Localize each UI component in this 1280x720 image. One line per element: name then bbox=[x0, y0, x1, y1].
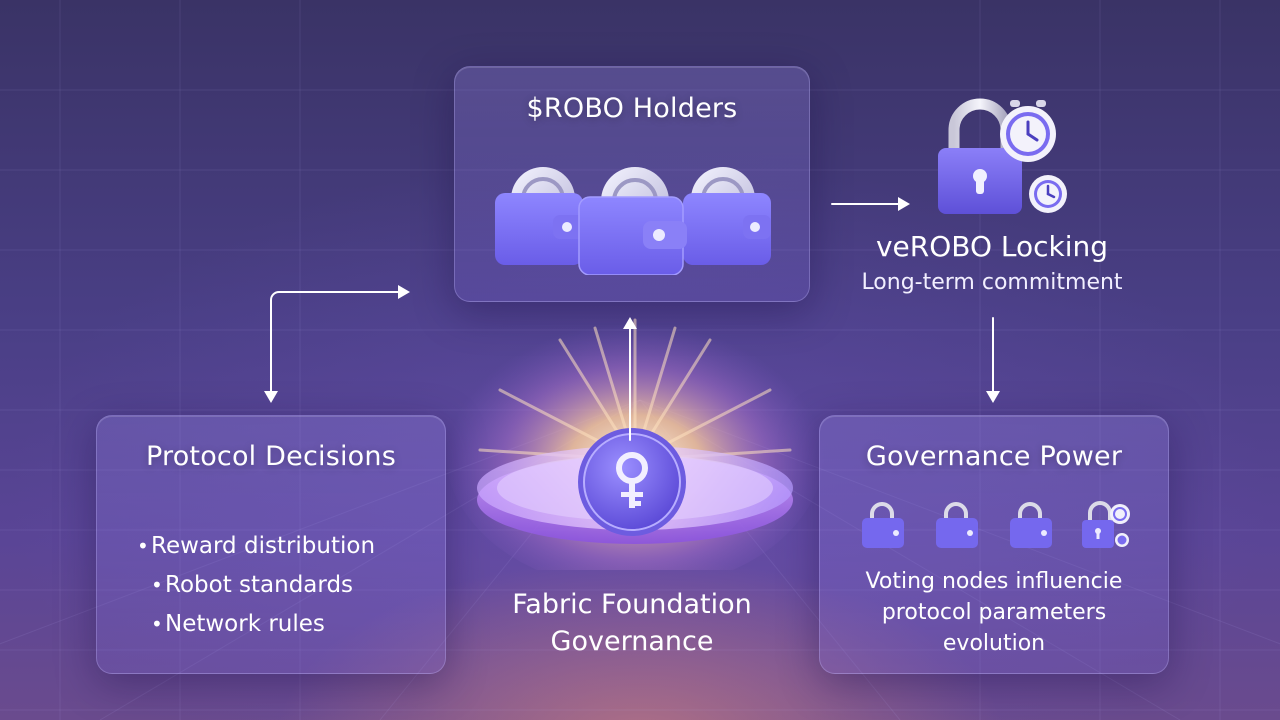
list-item: •Reward distribution bbox=[137, 533, 376, 559]
wallet-coin-icon bbox=[683, 167, 771, 265]
verobo-locking-title: veROBO Locking bbox=[875, 230, 1109, 263]
arrow-protocol-holders-loop bbox=[270, 291, 401, 393]
list-item: •Robot standards bbox=[151, 572, 354, 598]
governance-power-card: Governance Power Voti bbox=[819, 415, 1169, 674]
wallets-illustration bbox=[495, 167, 771, 275]
robo-holders-title: $ROBO Holders bbox=[526, 93, 738, 124]
locked-wallet-icon bbox=[862, 502, 904, 548]
padlock-clock-icon bbox=[938, 98, 1067, 214]
verobo-locking-subtitle: Long-term commitment bbox=[861, 270, 1123, 295]
fabric-foundation-platform bbox=[445, 310, 825, 570]
protocol-decisions-title: Protocol Decisions bbox=[145, 441, 396, 472]
robo-holders-card: $ROBO Holders bbox=[454, 66, 810, 302]
list-item: •Network rules bbox=[151, 611, 325, 637]
protocol-decisions-card: Protocol Decisions •Reward distribution … bbox=[96, 415, 446, 674]
fabric-foundation-label: Fabric Foundation Governance bbox=[512, 589, 752, 657]
governance-power-title: Governance Power bbox=[865, 441, 1123, 472]
wallet-coin-icon bbox=[495, 167, 587, 265]
voting-nodes-icons bbox=[862, 501, 1130, 548]
governance-power-description: Voting nodes influencie protocol paramet… bbox=[865, 569, 1123, 656]
locked-wallet-icon bbox=[1010, 502, 1052, 548]
wallet-coin-icon bbox=[578, 167, 687, 275]
locked-wallet-icon bbox=[936, 502, 978, 548]
protocol-decisions-list: •Reward distribution •Robot standards •N… bbox=[137, 527, 375, 644]
padlock-clock-icon bbox=[1082, 501, 1130, 548]
key-icon bbox=[578, 428, 686, 536]
